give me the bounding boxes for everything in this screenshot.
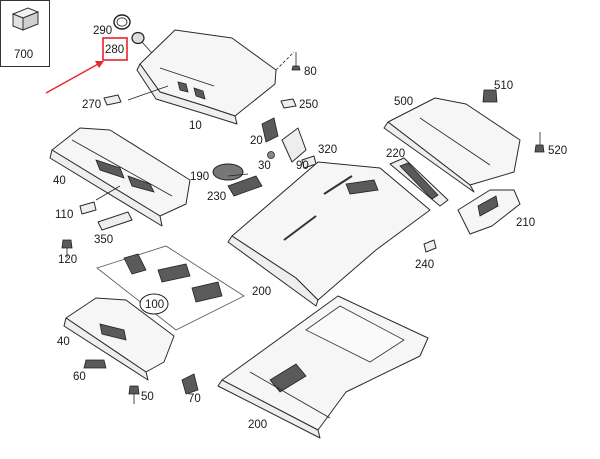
legend-box-700: 700: [0, 0, 50, 67]
callout-20: 20: [250, 135, 263, 147]
screw-120: [61, 239, 73, 258]
lamp-190: [212, 163, 244, 181]
clip-240: [423, 239, 437, 253]
headliner-front-10: [136, 29, 277, 125]
callout-110: 110: [55, 209, 73, 221]
callout-240: 240: [415, 259, 434, 271]
callout-40-upper: 40: [53, 175, 66, 187]
handle-210: [457, 189, 521, 235]
callout-100: 100: [145, 299, 164, 311]
trim-220: [389, 157, 449, 207]
callout-220: 220: [386, 148, 405, 160]
group-box-100: [96, 245, 245, 331]
callout-200-upper: 200: [252, 286, 271, 298]
callout-80: 80: [304, 66, 317, 78]
legend-box-label: 700: [14, 49, 33, 61]
callout-280: 280: [105, 44, 124, 56]
bracket-350: [97, 211, 133, 231]
callout-250: 250: [299, 99, 318, 111]
callout-520: 520: [548, 145, 567, 157]
ring-290: [113, 14, 131, 30]
headliner-200-lower: [217, 295, 429, 439]
console-40-upper: [49, 127, 191, 227]
clip-110: [79, 201, 97, 215]
bracket-70: [181, 373, 199, 395]
callout-200-lower: 200: [248, 419, 267, 431]
headliner-200-upper: [227, 161, 431, 307]
lamp-230: [227, 175, 263, 197]
callout-230: 230: [207, 191, 226, 203]
callout-500: 500: [394, 96, 413, 108]
callout-290: 290: [93, 25, 112, 37]
screw-80: [291, 52, 301, 71]
cap-280: [131, 31, 145, 45]
callout-120: 120: [58, 254, 77, 266]
callout-30: 30: [258, 160, 271, 172]
clip-250: [280, 98, 297, 109]
highlight-280: [45, 37, 128, 94]
callout-60: 60: [73, 371, 86, 383]
rear-trim-500: [383, 97, 521, 193]
callout-510: 510: [494, 80, 513, 92]
bracket-20: [261, 117, 279, 143]
screw-50: [128, 385, 140, 404]
screw-30: [267, 151, 275, 159]
callout-90: 90: [296, 160, 309, 172]
callout-labels: 290 280 80 270 250 10 500 510 520 20 320…: [53, 25, 567, 431]
callout-190: 190: [190, 171, 209, 183]
callout-40-lower: 40: [57, 336, 70, 348]
screw-520: [534, 132, 545, 153]
callout-270: 270: [82, 99, 101, 111]
callout-350: 350: [94, 234, 113, 246]
console-40-lower: [63, 297, 175, 381]
callout-320: 320: [318, 144, 337, 156]
callout-10: 10: [189, 120, 202, 132]
lamp-60: [83, 359, 107, 369]
clip-510: [482, 89, 498, 103]
box-icon: [11, 7, 40, 31]
callout-70: 70: [188, 393, 201, 405]
clip-270: [103, 94, 122, 106]
bracket-90: [281, 127, 307, 163]
callout-50: 50: [141, 391, 154, 403]
callout-210: 210: [516, 217, 535, 229]
